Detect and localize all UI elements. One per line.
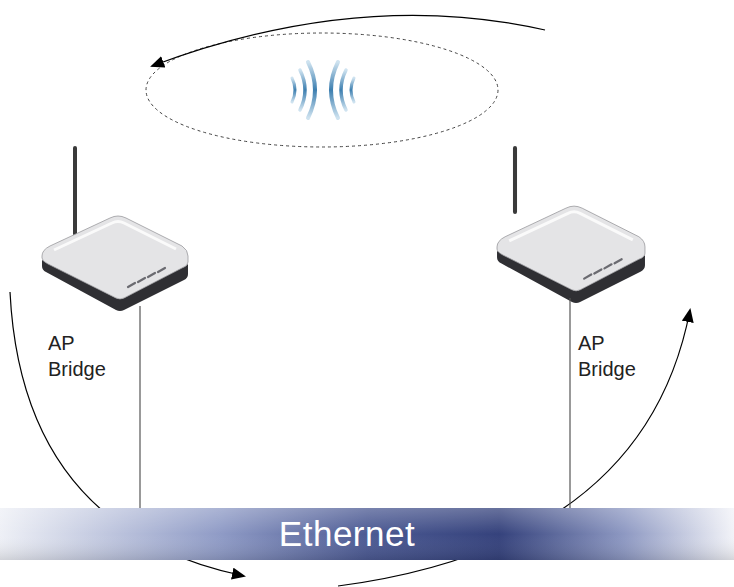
ethernet-cable bbox=[139, 306, 140, 508]
bridge-node: AP Bridge bbox=[40, 210, 190, 306]
ethernet-cable bbox=[569, 298, 570, 508]
wireless-waves bbox=[292, 62, 354, 118]
access-point-device bbox=[495, 200, 647, 298]
network-label: Ethernet bbox=[0, 508, 734, 560]
flow-arrow bbox=[152, 15, 545, 66]
device-label: AP Bridge bbox=[48, 330, 120, 382]
device-label: AP Bridge bbox=[578, 330, 650, 382]
access-point-device bbox=[40, 210, 190, 306]
bridge-node: AP Bridge bbox=[495, 200, 647, 298]
network-band: Ethernet bbox=[0, 508, 734, 560]
